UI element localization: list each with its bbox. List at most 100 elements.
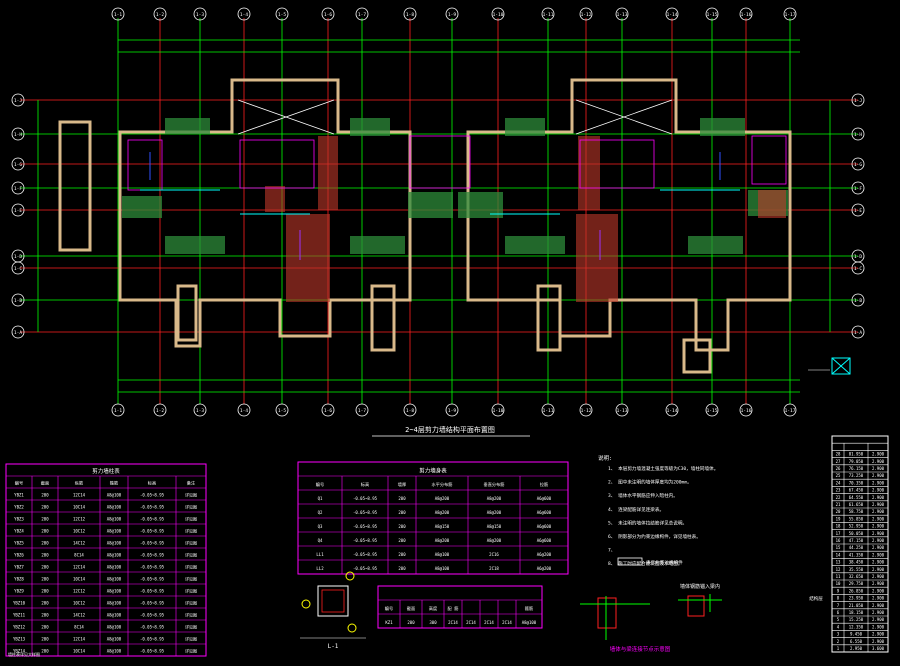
table-header: 纵筋	[75, 480, 83, 487]
grid-label-left: 1-D	[14, 254, 22, 260]
section-detail-1: L-1	[300, 571, 366, 650]
table-cell: 200	[41, 589, 49, 594]
grid-label-top: 1-14	[667, 12, 678, 18]
table-cell: 26.850	[849, 588, 864, 593]
unit-a-stair-wall	[176, 284, 198, 342]
grid-bubble-right	[851, 325, 865, 339]
table-cell: 详见图	[185, 552, 197, 558]
grid-bubble-top	[541, 7, 555, 21]
unit-b-bay-wall	[536, 284, 562, 352]
table-cell: 14	[836, 552, 841, 557]
table-cell: A8@200	[435, 538, 450, 543]
grid-bubble-right	[851, 261, 865, 275]
table-cell: 2.900	[872, 480, 885, 485]
table-cell: 详见图	[185, 528, 197, 534]
table-cell: A8@100	[107, 613, 122, 618]
note-item: 2、 图中未注明的墙体厚度均为200mm。	[608, 479, 692, 486]
grid-bubble-top	[739, 7, 753, 21]
table-cell: 28	[836, 452, 841, 457]
grid-label-right: 1-F	[854, 186, 862, 192]
table-cell: 8C14	[74, 553, 84, 558]
table-cell: 12C14	[73, 493, 86, 498]
table-cell: 3	[837, 632, 840, 637]
legend-label: 表示约束边缘构件	[646, 559, 683, 566]
table-cell: A8@100	[107, 529, 122, 534]
grid-bubble-left	[11, 181, 25, 195]
table-cell: 详见图	[185, 492, 197, 498]
grid-label-bottom: 1-12	[581, 408, 592, 414]
grid-label-top: 1-17	[785, 12, 796, 18]
grid-label-left: 1-J	[14, 98, 22, 104]
table-cell: YBZ6	[14, 553, 24, 558]
table-frame	[377, 585, 543, 629]
table-cell: 10C14	[73, 505, 86, 510]
grid-bubble-left	[11, 93, 25, 107]
table-cell: 12.350	[849, 624, 864, 629]
table-cell: 4	[837, 624, 840, 629]
table-cell: 2.900	[872, 509, 885, 514]
notes-heading: 说明:	[598, 454, 612, 462]
shaft-zone	[578, 136, 600, 210]
grid-label-bottom: 1-3	[196, 408, 204, 414]
table-cell: 2C14	[466, 620, 476, 625]
table-cell: 详见图	[185, 504, 197, 510]
table-cell: A8@200	[487, 538, 502, 543]
grid-label-bottom: 1-9	[448, 408, 456, 414]
grid-bubble-left	[11, 261, 25, 275]
table-cell: 2.900	[872, 545, 885, 550]
table-cell: 200	[41, 541, 49, 546]
unit-a-outline	[118, 78, 412, 348]
story-table-side-label: 结构层	[809, 595, 823, 602]
hatch-zone	[350, 236, 405, 254]
grid-bubble-bottom	[275, 403, 289, 417]
table-cell: 6	[837, 610, 840, 615]
grid-label-top: 1-1	[114, 12, 122, 18]
grid-label-top: 1-4	[240, 12, 248, 18]
grid-label-top: 1-12	[581, 12, 592, 18]
table-cell: 12C12	[73, 517, 86, 522]
grid-bubble-bottom	[579, 403, 593, 417]
grid-bubble-right	[851, 93, 865, 107]
grid-bubble-left	[11, 325, 25, 339]
table-cell: A6@600	[537, 524, 552, 529]
table-cell: -0.05~8.95	[140, 601, 165, 606]
grid-label-top: 1-2	[156, 12, 164, 18]
grid-label-bottom: 1-2	[156, 408, 164, 414]
table-cell: 14C12	[73, 541, 86, 546]
table-cell: 16	[836, 538, 841, 543]
grid-label-right: 1-J	[854, 98, 862, 104]
hatch-zone	[165, 236, 225, 254]
table-cell: YBZ14	[13, 649, 26, 654]
table-cell: A6@200	[537, 552, 552, 557]
table-cell: A6@600	[537, 496, 552, 501]
table-header: 高度	[429, 605, 438, 612]
table-cell: A8@100	[107, 493, 122, 498]
table-cell: 2.900	[872, 610, 885, 615]
table-cell: 2C14	[484, 620, 494, 625]
table-cell: 17	[836, 531, 841, 536]
table-cell: 2.950	[850, 646, 863, 651]
table-cell: 18	[836, 524, 841, 529]
table-cell: 14C12	[73, 613, 86, 618]
table-header: 截面	[41, 480, 49, 487]
table-cell: A8@100	[435, 566, 450, 571]
table-cell: A6@600	[537, 538, 552, 543]
shaft-zone	[758, 190, 786, 218]
grid-label-left: 1-C	[14, 266, 22, 272]
grid-label-right: 1-E	[854, 208, 862, 214]
table-cell: YBZ7	[14, 565, 24, 570]
dimension-chains	[37, 39, 831, 393]
table-cell: 3.600	[872, 646, 885, 651]
table-cell: -0.05~8.95	[140, 625, 165, 630]
hatch-zone	[350, 118, 390, 136]
table-cell: KZ1	[385, 620, 393, 625]
table-cell: A8@100	[107, 589, 122, 594]
table-cell: YBZ8	[14, 577, 24, 582]
note-item: 3、 墙体水平钢筋应伸入暗柱内。	[608, 492, 678, 499]
table-cell: A8@200	[487, 496, 502, 501]
table-header: 配 筋	[448, 605, 459, 612]
table-cell: 2.900	[872, 639, 885, 644]
table-cell: 200	[41, 637, 49, 642]
grid-bubble-bottom	[739, 403, 753, 417]
